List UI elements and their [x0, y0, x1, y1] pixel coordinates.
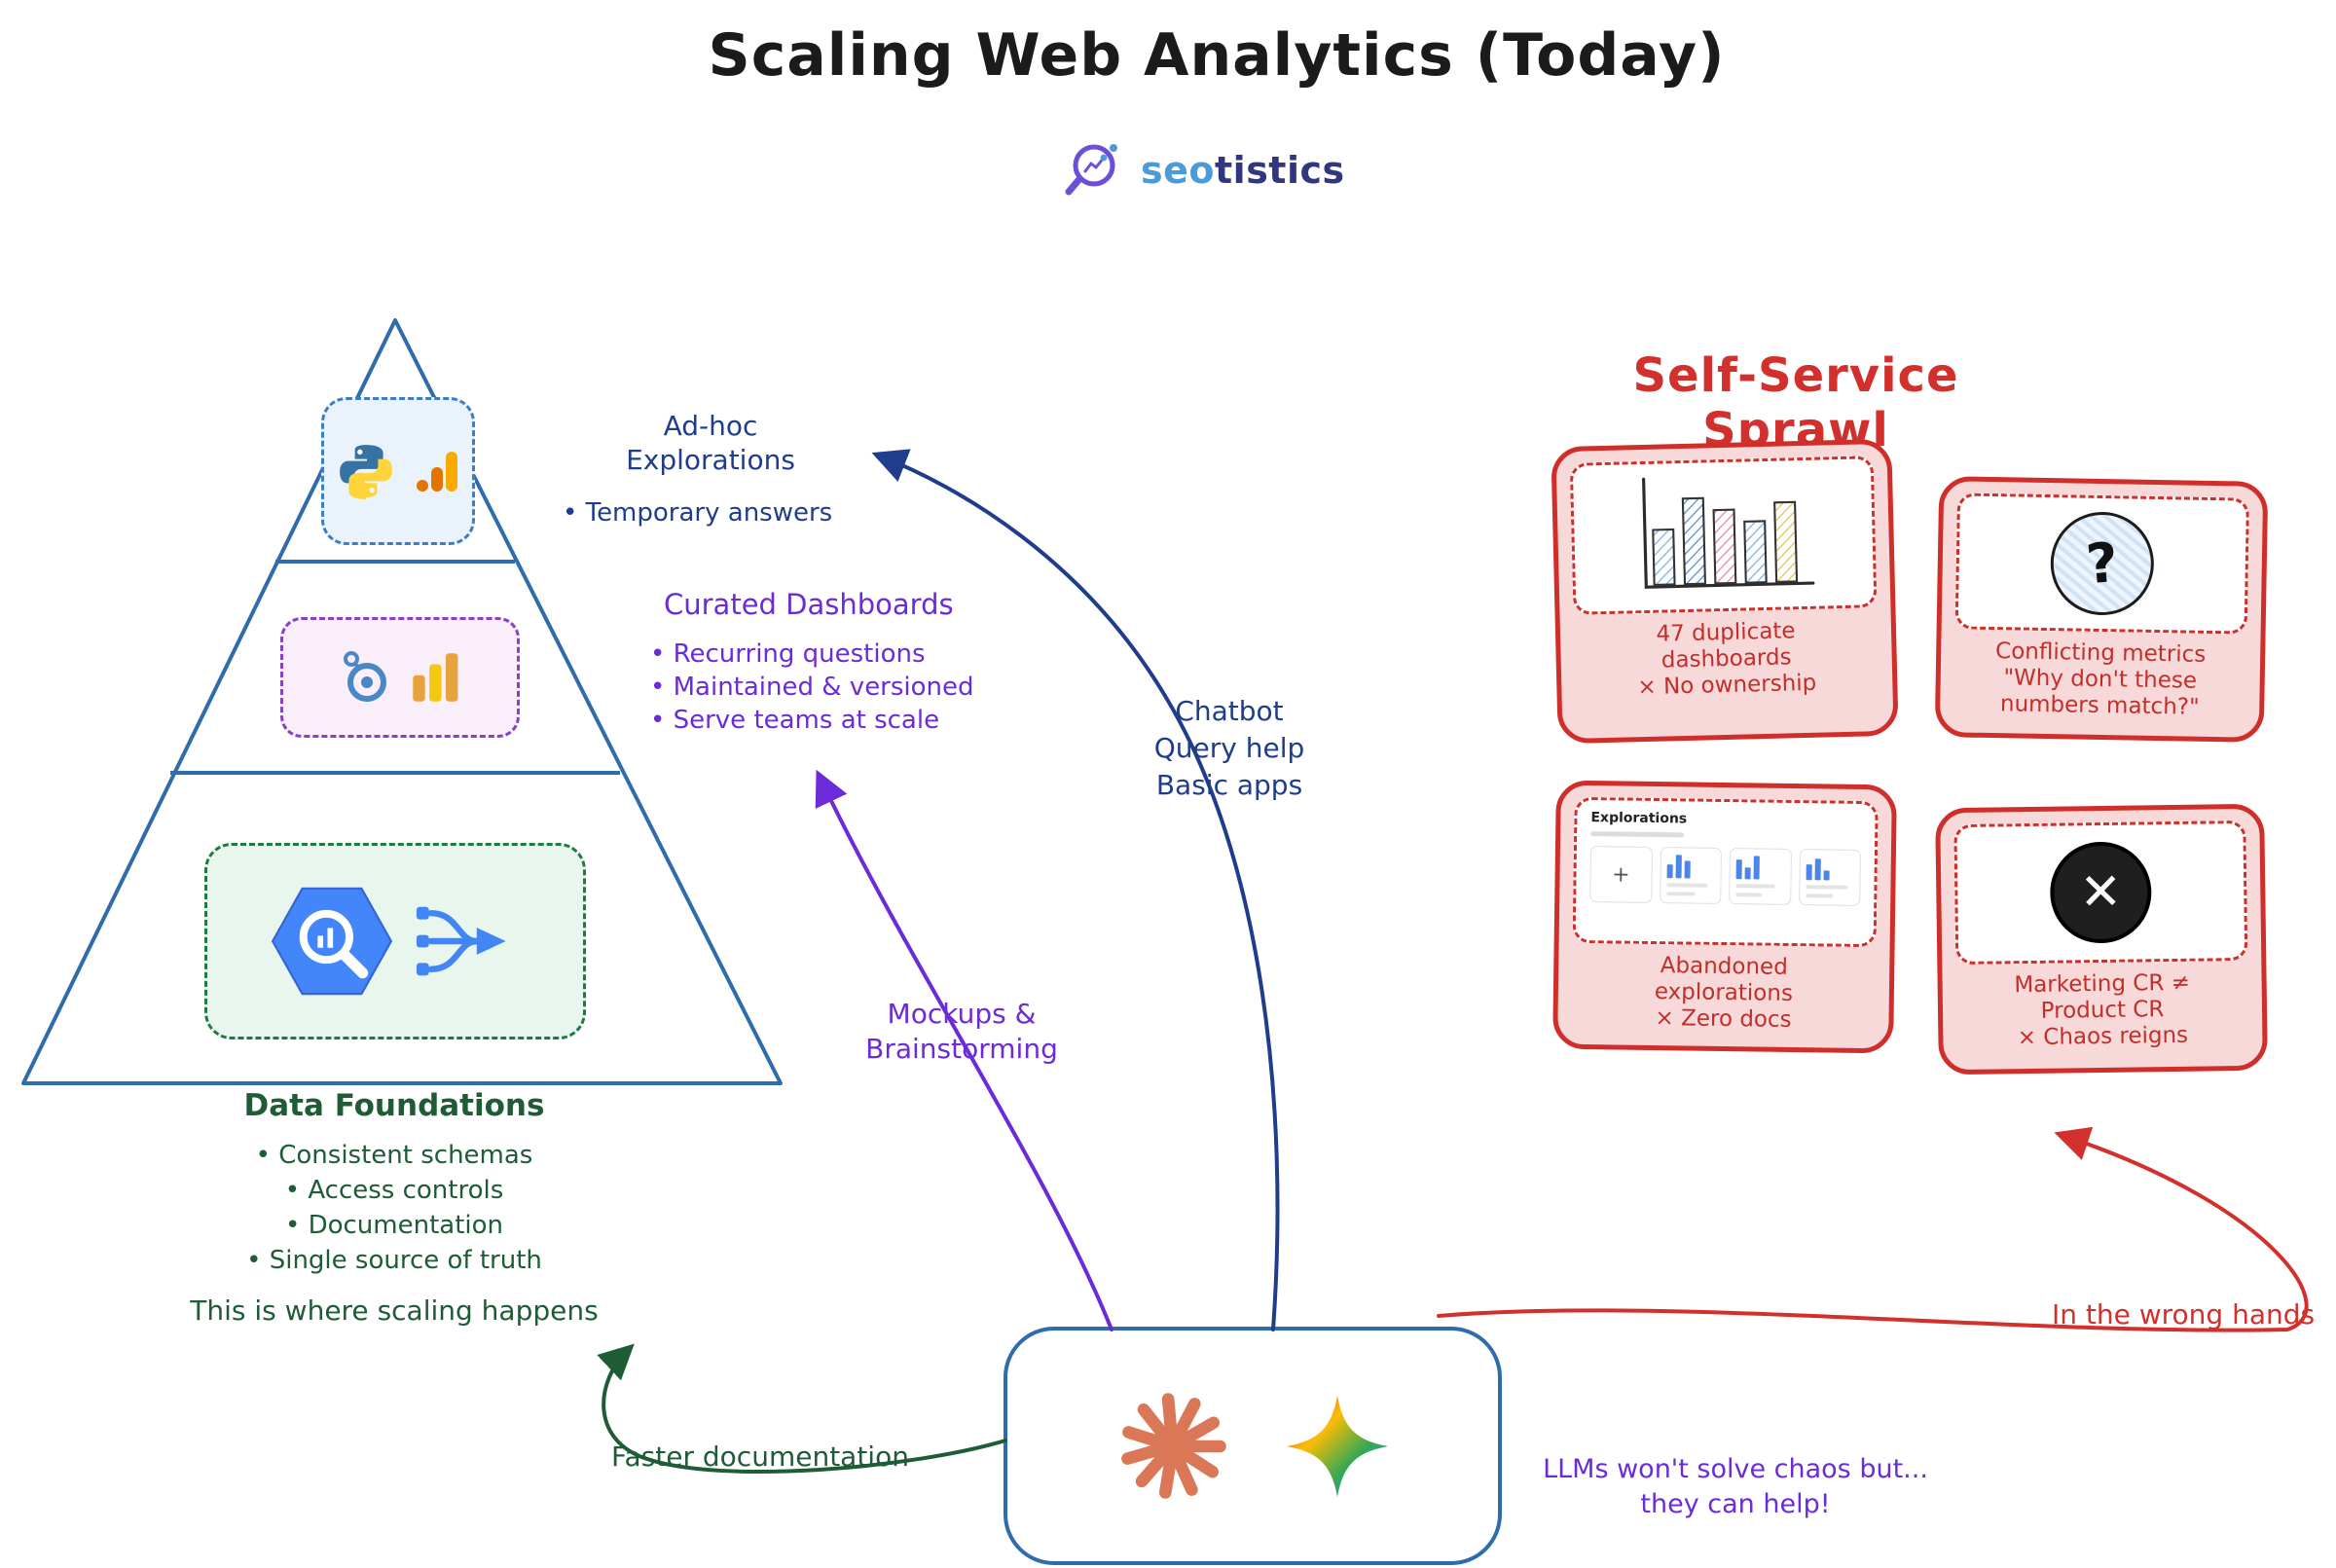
mockups-brainstorming-label: Mockups & Brainstorming: [855, 997, 1069, 1068]
chatbot-line-2: Query help: [1153, 731, 1305, 764]
gemini-icon: [1286, 1395, 1389, 1497]
card-chaos-reigns: ✕ Marketing CR ≠ Product CR × Chaos reig…: [1935, 803, 2268, 1076]
caption-line: explorations: [1654, 979, 1794, 1007]
chatbot-label: Chatbot Query help Basic apps: [1137, 693, 1322, 803]
llm-tools-box: [1004, 1327, 1502, 1565]
duplicate-dashboards-caption: 47 duplicate dashboards × No ownership: [1574, 616, 1880, 703]
conflicting-metrics-caption: Conflicting metrics "Why don't these num…: [1953, 638, 2246, 722]
duplicate-dashboards-panel: [1569, 456, 1878, 615]
pyramid-tier-dashboards-tools: [280, 617, 520, 738]
bullet-access-controls: • Access controls: [284, 1175, 504, 1205]
explorations-subtitle-bar: [1590, 831, 1685, 838]
bigquery-icon: [272, 887, 392, 996]
data-foundations-bullets: • Consistent schemas • Access controls •…: [146, 1139, 642, 1279]
brand-name-primary: seo: [1141, 149, 1215, 192]
chatbot-line-1: Chatbot: [1175, 695, 1284, 727]
brand-name: seotistics: [1141, 149, 1345, 192]
card-conflicting-metrics: ? Conflicting metrics "Why don't these n…: [1934, 476, 2269, 743]
card-duplicate-dashboards: 47 duplicate dashboards × No ownership: [1551, 438, 1899, 745]
exploration-tile: [1729, 848, 1792, 905]
adhoc-explorations-label: Ad-hoc Explorations: [603, 409, 818, 477]
bullet-maintained-versioned: • Maintained & versioned: [650, 672, 974, 702]
curated-dashboards-bullets: • Recurring questions • Maintained & ver…: [650, 638, 974, 737]
brand-logo: seotistics: [1063, 136, 1345, 204]
explorations-screenshot-title: Explorations: [1590, 810, 1688, 827]
bullet-recurring-questions: • Recurring questions: [650, 639, 926, 669]
llm-note: LLMs won't solve chaos but... they can h…: [1507, 1452, 1964, 1523]
abandoned-explorations-caption: Abandoned explorations × Zero docs: [1571, 952, 1876, 1036]
bullet-single-source: • Single source of truth: [246, 1245, 542, 1275]
page-title: Scaling Web Analytics (Today): [708, 21, 1726, 90]
adhoc-line-1: Ad-hoc: [663, 410, 758, 442]
chaos-reigns-panel: ✕: [1953, 820, 2248, 966]
caption-line: Conflicting metrics: [1994, 638, 2207, 668]
bullet-consistent-schemas: • Consistent schemas: [255, 1141, 533, 1170]
caption-line: Product CR: [2040, 997, 2165, 1025]
abandoned-explorations-panel: Explorations +: [1572, 796, 1879, 948]
bullet-serve-teams: • Serve teams at scale: [650, 705, 940, 735]
brand-name-secondary: tistics: [1215, 149, 1345, 192]
exploration-tile: [1798, 849, 1861, 906]
caption-line: numbers match?": [1999, 691, 2200, 721]
bullet-documentation: • Documentation: [284, 1210, 504, 1240]
mockups-line-1: Mockups &: [887, 998, 1037, 1030]
magnifier-chart-icon: [1065, 144, 1117, 196]
scaling-happens-note: This is where scaling happens: [190, 1295, 599, 1327]
temporary-answers-bullet: • Temporary answers: [563, 498, 833, 528]
pyramid-tier-foundation-tools: [204, 843, 586, 1039]
curated-dashboards-label: Curated Dashboards: [664, 588, 954, 621]
python-icon: [340, 445, 392, 499]
mockups-line-2: Brainstorming: [865, 1033, 1058, 1066]
caption-line: × Chaos reigns: [2017, 1023, 2189, 1051]
faster-documentation-label: Faster documentation: [611, 1440, 909, 1473]
llm-note-line-1: LLMs won't solve chaos but...: [1543, 1454, 1928, 1484]
explorations-tile-row: +: [1589, 846, 1861, 906]
question-mark-icon: ?: [2046, 507, 2159, 620]
looker-icon: [344, 651, 386, 702]
x-mark-icon: ✕: [2049, 841, 2153, 944]
pyramid-outline: [21, 318, 783, 1085]
new-exploration-tile: +: [1589, 846, 1653, 903]
chatbot-line-3: Basic apps: [1155, 768, 1303, 801]
caption-line: Marketing CR ≠: [2014, 969, 2191, 999]
in-the-wrong-hands-label: In the wrong hands: [2052, 1298, 2316, 1331]
chaos-reigns-caption: Marketing CR ≠ Product CR × Chaos reigns: [1955, 969, 2248, 1053]
dataform-icon: [416, 906, 506, 976]
google-analytics-icon: [417, 452, 457, 492]
caption-line: Abandoned: [1660, 953, 1788, 980]
llm-note-line-2: they can help!: [1640, 1489, 1831, 1520]
data-foundations-title: Data Foundations: [243, 1088, 545, 1123]
arrow-chatbot-to-adhoc: [871, 449, 1280, 1331]
exploration-tile: [1659, 847, 1722, 904]
explorations-screenshot: Explorations +: [1575, 799, 1876, 945]
power-bi-icon: [413, 653, 458, 702]
pyramid-tier-adhoc-tools: [321, 397, 475, 545]
adhoc-line-2: Explorations: [626, 444, 795, 476]
conflicting-metrics-panel: ?: [1954, 492, 2250, 635]
claude-icon: [1121, 1392, 1226, 1499]
card-abandoned-explorations: Explorations +: [1552, 780, 1897, 1054]
caption-line: × Zero docs: [1655, 1005, 1792, 1034]
sketch-bar-chart-icon: [1642, 477, 1815, 589]
